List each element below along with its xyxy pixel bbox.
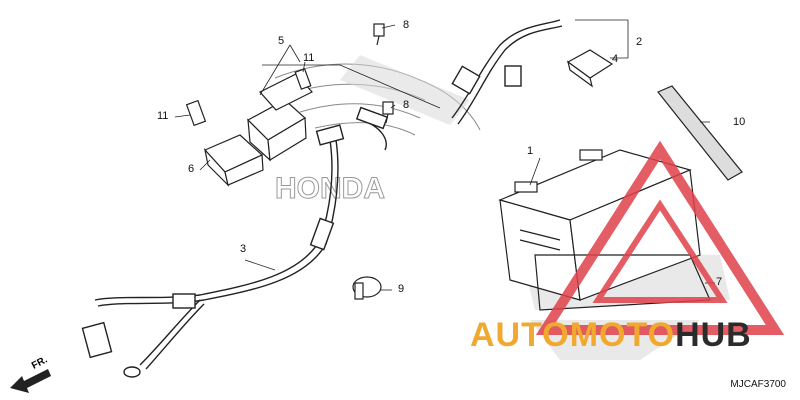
callout-2: 2 bbox=[636, 36, 643, 48]
callout-3: 3 bbox=[240, 243, 247, 255]
part-code: MJCAF3700 bbox=[730, 379, 786, 390]
callout-7: 7 bbox=[716, 276, 723, 288]
watermark-part2: HUB bbox=[675, 316, 752, 354]
callout-11-top: 11 bbox=[303, 52, 315, 64]
fuse bbox=[185, 68, 312, 127]
terminal-cover bbox=[566, 49, 614, 88]
battery-strap bbox=[657, 85, 743, 181]
callout-9: 9 bbox=[398, 283, 405, 295]
positive-cable bbox=[451, 19, 563, 125]
fuse-cover bbox=[203, 134, 264, 187]
watermark-part1: AUTOMOTO bbox=[470, 316, 676, 354]
callout-11-left: 11 bbox=[157, 110, 169, 122]
callout-6: 6 bbox=[188, 163, 195, 175]
callout-8-top: 8 bbox=[403, 19, 410, 31]
callout-10: 10 bbox=[733, 116, 746, 128]
watermark-triangle bbox=[535, 140, 785, 335]
front-arrow-icon bbox=[10, 369, 51, 393]
cable-tie bbox=[352, 276, 382, 300]
callout-1: 1 bbox=[527, 145, 534, 157]
battery bbox=[498, 149, 701, 301]
watermark-text: AUTOMOTOHUB bbox=[470, 316, 752, 355]
wire-harness bbox=[81, 124, 345, 378]
callout-5: 5 bbox=[278, 35, 285, 47]
bolt bbox=[373, 23, 394, 124]
ground-cable bbox=[355, 106, 389, 151]
callout-8-mid: 8 bbox=[403, 99, 410, 111]
leader-lines bbox=[174, 19, 715, 291]
callout-4: 4 bbox=[612, 53, 619, 65]
